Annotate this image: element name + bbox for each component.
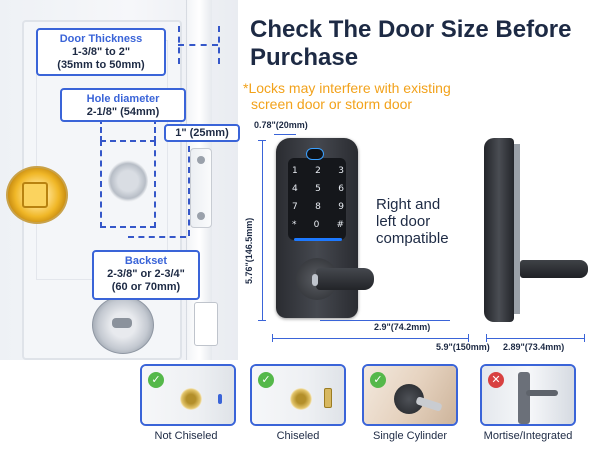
latch-bolt-icon bbox=[22, 182, 48, 208]
keypad-key: 1 bbox=[292, 166, 298, 176]
latch-faceplate bbox=[190, 148, 212, 228]
compat-line-3: compatible bbox=[376, 230, 449, 247]
door-thickness-metric: (35mm to 50mm) bbox=[57, 59, 145, 71]
bore-hole bbox=[180, 388, 202, 410]
keypad-key: * bbox=[292, 220, 297, 230]
lever-handle bbox=[316, 268, 374, 290]
option-not-chiseled: ✓ bbox=[140, 364, 236, 426]
keyhole-icon bbox=[312, 274, 318, 286]
keypad-key: 4 bbox=[292, 184, 298, 194]
headline: Check The Door Size Before Purchase bbox=[250, 16, 572, 71]
screw-icon bbox=[197, 212, 205, 220]
check-icon: ✓ bbox=[148, 372, 164, 388]
side-mount-plate bbox=[514, 144, 520, 314]
dim-line bbox=[486, 338, 584, 339]
option-mortise: ✕ bbox=[480, 364, 576, 426]
option-label: Mortise/Integrated bbox=[483, 430, 573, 442]
keypad-key: 3 bbox=[338, 166, 344, 176]
keypad-row-4: * 0 # bbox=[292, 220, 344, 230]
mortise-handle bbox=[526, 390, 558, 396]
keypad-key: 6 bbox=[338, 184, 344, 194]
keypad-key: 2 bbox=[315, 166, 321, 176]
keypad-key: # bbox=[336, 220, 344, 230]
dim-line bbox=[320, 320, 450, 321]
keypad-key: 9 bbox=[338, 202, 344, 212]
latch-slot bbox=[218, 394, 222, 404]
compatibility-note: *Locks may interfere with existing scree… bbox=[243, 80, 583, 112]
side-body bbox=[484, 138, 514, 322]
dim-tick bbox=[486, 334, 487, 342]
dim-front-height: 5.76"(146.5mm) bbox=[244, 217, 254, 284]
note-line-1: *Locks may interfere with existing bbox=[243, 80, 451, 96]
dim-tick bbox=[468, 334, 469, 342]
bore-hole bbox=[108, 160, 148, 202]
compat-line-1: Right and bbox=[376, 196, 441, 213]
thickness-guide-line bbox=[178, 44, 218, 46]
dim-lever-length: 2.9"(74.2mm) bbox=[374, 322, 431, 332]
keypad-key: 0 bbox=[313, 220, 320, 230]
hole-guide-right bbox=[154, 118, 156, 142]
deadbolt-faceplate bbox=[194, 302, 218, 346]
keypad-row-1: 1 2 3 bbox=[292, 166, 344, 176]
dim-line bbox=[262, 140, 263, 320]
hole-diameter-label: Hole diameter 2-1/8" (54mm) bbox=[60, 88, 186, 122]
backset-label: Backset 2-3/8" or 2-3/4" (60 or 70mm) bbox=[92, 250, 200, 300]
door-thickness-title: Door Thickness bbox=[59, 33, 143, 45]
dim-tick bbox=[258, 140, 266, 141]
dim-tick bbox=[258, 320, 266, 321]
door-thickness-value: 1-3/8" to 2" bbox=[71, 46, 131, 58]
screw-icon bbox=[197, 156, 205, 164]
backset-value: 2-3/8" or 2-3/4" bbox=[107, 268, 185, 280]
keypad-light-bar bbox=[294, 238, 342, 241]
keypad-row-2: 4 5 6 bbox=[292, 184, 344, 194]
keypad-row-3: 7 8 9 bbox=[292, 202, 344, 212]
compatibility-text: Right and left door compatible bbox=[376, 196, 486, 247]
option-single-cylinder: ✓ bbox=[362, 364, 458, 426]
dim-line bbox=[272, 338, 468, 339]
hole-guide-left bbox=[100, 118, 102, 142]
option-label: Chiseled bbox=[276, 430, 320, 442]
check-icon: ✓ bbox=[370, 372, 386, 388]
cross-icon: ✕ bbox=[488, 372, 504, 388]
dim-tick bbox=[584, 334, 585, 342]
edge-guide-line bbox=[188, 146, 190, 236]
fingerprint-sensor-icon bbox=[306, 148, 324, 160]
keypad-key: 8 bbox=[315, 202, 321, 212]
door-thickness-label: Door Thickness 1-3/8" to 2" (35mm to 50m… bbox=[36, 28, 166, 76]
mortise-plate bbox=[518, 372, 530, 424]
bore-hole bbox=[290, 388, 312, 410]
backset-guide-line bbox=[128, 236, 186, 238]
lock-front-view: 1 2 3 4 5 6 7 8 9 * 0 # bbox=[272, 136, 374, 322]
check-icon: ✓ bbox=[258, 372, 274, 388]
thickness-guide-right bbox=[218, 26, 220, 64]
dim-tick bbox=[272, 334, 273, 342]
keyway-icon bbox=[112, 318, 132, 328]
edge-size-label: 1" (25mm) bbox=[164, 124, 240, 142]
lock-side-view bbox=[484, 136, 588, 326]
hole-diameter-guide bbox=[100, 140, 156, 228]
side-lever-handle bbox=[520, 260, 588, 278]
option-chiseled: ✓ bbox=[250, 364, 346, 426]
backset-metric: (60 or 70mm) bbox=[111, 281, 181, 293]
edge-size-value: 1" (25mm) bbox=[175, 127, 229, 139]
dim-line bbox=[274, 134, 296, 135]
dim-total-width: 5.9"(150mm) bbox=[436, 342, 490, 352]
compat-line-2: left door bbox=[376, 213, 431, 230]
backset-title: Backset bbox=[124, 255, 168, 267]
keypad-key: 5 bbox=[315, 184, 321, 194]
hole-diameter-title: Hole diameter bbox=[86, 93, 160, 105]
keypad bbox=[288, 158, 346, 240]
hole-diameter-value: 2-1/8" (54mm) bbox=[86, 106, 160, 118]
keypad-key: 7 bbox=[292, 202, 298, 212]
dim-side-depth: 2.89"(73.4mm) bbox=[503, 342, 565, 352]
dim-front-top-width: 0.78"(20mm) bbox=[254, 120, 308, 130]
chiseled-mortise bbox=[324, 388, 332, 408]
note-line-2: screen door or storm door bbox=[251, 96, 413, 112]
option-label: Not Chiseled bbox=[154, 430, 218, 442]
option-label: Single Cylinder bbox=[373, 430, 447, 442]
